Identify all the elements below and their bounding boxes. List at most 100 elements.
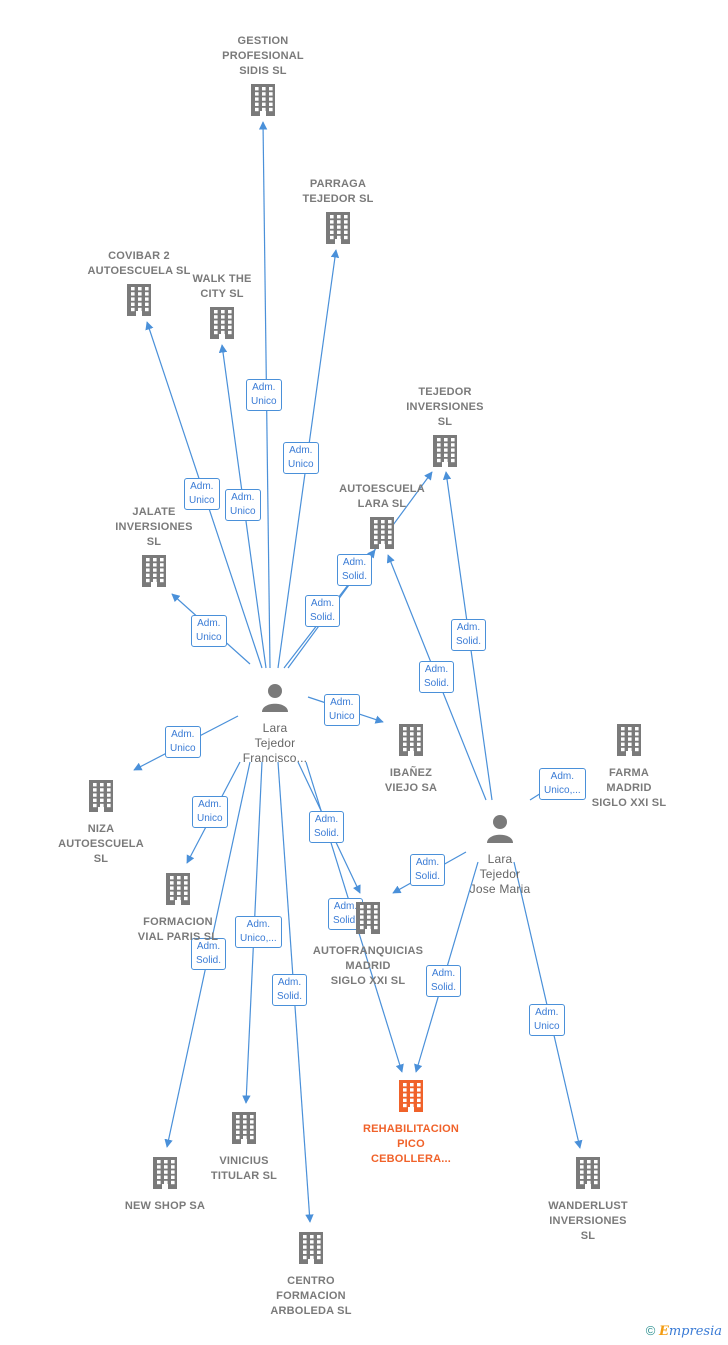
- building-icon: [429, 434, 461, 473]
- edge-label-badge[interactable]: Adm.Unico: [165, 726, 201, 758]
- node-label: NEW SHOP SA: [100, 1199, 230, 1214]
- edge-label-line: Unico: [288, 459, 314, 470]
- node-label-line: VIEJO SA: [384, 782, 438, 794]
- edge-label-line: Adm.: [431, 968, 456, 979]
- node-label-line: INVERSIONES: [549, 1215, 627, 1227]
- edge-label-badge[interactable]: Adm.Unico: [225, 489, 261, 521]
- edge-label-badge[interactable]: Adm.Unico: [246, 379, 282, 411]
- building-icon: [206, 306, 238, 345]
- node-label-line: SL: [93, 853, 109, 865]
- node-label-line: Tejedor: [254, 736, 296, 750]
- edge-label-line: Adm.: [333, 901, 358, 912]
- edge-label-line: Solid.: [415, 871, 441, 882]
- node-gestion[interactable]: GESTION PROFESIONAL SIDIS SL: [198, 34, 328, 122]
- node-label-line: TEJEDOR: [418, 386, 472, 398]
- edge-label-badge[interactable]: Adm. Unico,...: [539, 768, 586, 800]
- node-label-line: REHABILITACION: [362, 1123, 460, 1135]
- edge-label-badge[interactable]: Adm.Unico,...: [235, 916, 282, 948]
- edge-label-line: Adm.: [550, 771, 575, 782]
- node-label-line: PROFESIONAL: [222, 50, 304, 62]
- node-wanderlust[interactable]: WANDERLUST INVERSIONES SL: [523, 1156, 653, 1244]
- edge-label-line: Solid.: [431, 982, 457, 993]
- node-label-line: FORMACION: [143, 916, 213, 928]
- edge-label-line: Adm.: [190, 481, 214, 492]
- edge-label-badge[interactable]: Adm.Solid.: [309, 811, 345, 843]
- node-label: GESTION PROFESIONAL SIDIS SL: [198, 34, 328, 79]
- edge-label-badge[interactable]: Adm.Unico: [184, 478, 220, 510]
- edge-label-badge[interactable]: Adm. Solid.: [272, 974, 308, 1006]
- node-label-line: Lara: [262, 721, 288, 735]
- node-label-line: WALK THE: [192, 273, 252, 285]
- edge-label-badge[interactable]: Adm.Unico: [192, 796, 228, 828]
- edge-label-badge[interactable]: Adm. Solid.: [426, 965, 462, 997]
- node-label: WANDERLUST INVERSIONES SL: [523, 1199, 653, 1244]
- edge-label-badge[interactable]: Adm.Solid.: [419, 661, 455, 693]
- edge-label-badge[interactable]: Adm.Solid.: [305, 595, 341, 627]
- edge-label-badge[interactable]: Adm.Solid.: [410, 854, 446, 886]
- edge-label-line: Adm.: [310, 598, 335, 609]
- node-label-line: Jose Maria: [469, 882, 531, 896]
- node-label-line: WANDERLUST: [548, 1200, 628, 1212]
- edge-label-badge[interactable]: Adm.Unico: [283, 442, 319, 474]
- node-newshop[interactable]: NEW SHOP SA: [100, 1156, 230, 1214]
- node-label-line: CEBOLLERA...: [370, 1153, 451, 1165]
- edge-label-line: Adm.: [342, 557, 367, 568]
- node-label-line: FARMA: [608, 767, 650, 779]
- edge-label-badge[interactable]: Adm.Unico: [191, 615, 227, 647]
- node-label-line: ARBOLEDA SL: [270, 1305, 352, 1317]
- edge-label-line: Unico,...: [544, 785, 581, 796]
- edge-label-badge[interactable]: Adm.Solid.: [191, 938, 227, 970]
- edge-label-badge[interactable]: Adm.Unico: [529, 1004, 565, 1036]
- building-icon: [228, 1111, 260, 1150]
- node-label-line: GESTION: [237, 35, 289, 47]
- edge-label-badge[interactable]: Adm.Solid.: [337, 554, 373, 586]
- edge-label-badge[interactable]: Adm.Solid.: [451, 619, 487, 651]
- node-label-line: AUTOESCUELA SL: [87, 265, 191, 277]
- node-label-line: MADRID: [345, 960, 391, 972]
- building-icon: [395, 1079, 427, 1118]
- node-label-line: SL: [580, 1230, 596, 1242]
- edge-label-line: Solid.: [277, 991, 303, 1002]
- node-label-line: SIGLO XXI SL: [591, 797, 667, 809]
- node-label-line: NEW SHOP SA: [124, 1200, 206, 1212]
- person-icon: [485, 813, 515, 848]
- node-label-line: Francisco...: [242, 751, 308, 765]
- node-label-line: FORMACION: [276, 1290, 346, 1302]
- edge-label-line: Unico: [197, 813, 223, 824]
- edge-label-line: Unico,...: [240, 933, 277, 944]
- edge-label-line: Adm.: [277, 977, 302, 988]
- edge-label-badge[interactable]: Adm.Unico: [324, 694, 360, 726]
- node-label-line: VINICIUS: [219, 1155, 269, 1167]
- edge-label-line: Adm.: [330, 697, 354, 708]
- edge-label-line: Adm.: [456, 622, 481, 633]
- edge-label-line: Solid.: [333, 915, 359, 926]
- building-icon: [395, 723, 427, 762]
- node-label-line: SL: [437, 416, 453, 428]
- node-label-line: SIDIS SL: [239, 65, 287, 77]
- edge-label-line: Adm.: [252, 382, 276, 393]
